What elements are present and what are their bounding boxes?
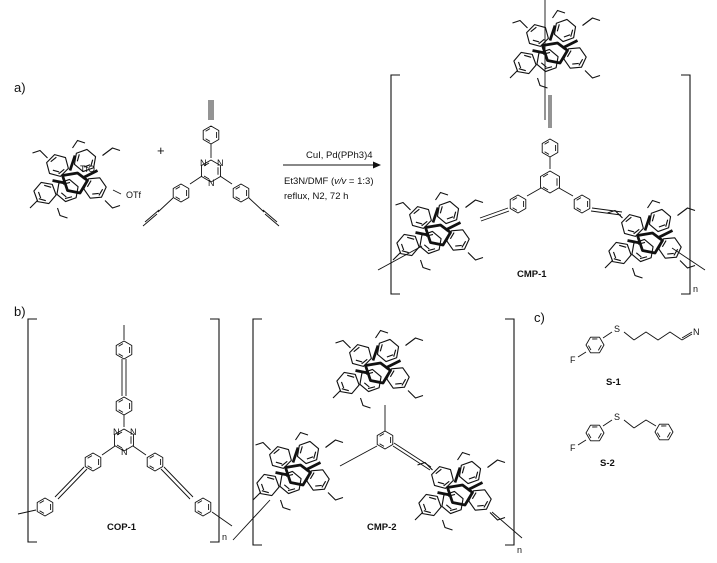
otf-bond — [112, 189, 122, 195]
plus-sign: + — [157, 143, 165, 158]
cop1-bracket-right — [210, 318, 220, 543]
cmp1-label: CMP-1 — [517, 269, 547, 280]
cmp2-structure — [232, 331, 523, 541]
s2-structure — [577, 419, 676, 446]
reagents-label: CuI, Pd(PPh3)4 — [306, 150, 373, 161]
cmp1-n: n — [693, 284, 698, 294]
cop1-n: n — [222, 532, 227, 542]
panel-label-b: b) — [14, 304, 26, 319]
cop1-label: COP-1 — [107, 522, 137, 533]
arrow-head — [373, 161, 381, 169]
cmp2-n: n — [517, 545, 522, 555]
s1-structure — [577, 331, 693, 358]
solvent-label: Et3N/DMF (v/v = 1:3) — [284, 176, 373, 187]
s1-n-atom: N — [693, 327, 700, 337]
cmp1-bracket-right — [681, 74, 691, 295]
tfo-label: TfO — [80, 164, 95, 174]
s2-f-atom: F — [570, 443, 576, 453]
conditions-label: reflux, N2, 72 h — [284, 191, 348, 202]
s2-s-atom: S — [614, 412, 620, 422]
cop1-bracket-left — [27, 318, 37, 543]
otf-label: OTf — [126, 190, 141, 200]
panel-label-c: c) — [534, 310, 545, 325]
s1-f-atom: F — [570, 355, 576, 365]
triazine-monomer: N N N — [142, 100, 280, 227]
s2-label: S-2 — [600, 458, 615, 469]
cmp1-bracket-left — [390, 74, 400, 295]
panel-label-a: a) — [14, 80, 26, 95]
cop1-n-1: N — [113, 427, 120, 437]
triazine-n-1: N — [200, 158, 207, 168]
cop1-n-3: N — [121, 447, 128, 457]
cmp2-bracket-right — [505, 318, 515, 546]
triazine-n-3: N — [208, 178, 215, 188]
s1-label: S-1 — [606, 377, 622, 388]
cmp1-structure — [377, 0, 706, 278]
cop1-n-2: N — [130, 427, 137, 437]
pillar-monomer — [30, 141, 120, 219]
cmp2-label: CMP-2 — [367, 522, 397, 533]
s1-s-atom: S — [614, 324, 620, 334]
triazine-n-2: N — [217, 158, 224, 168]
cop1-structure: N N N — [17, 325, 233, 527]
cmp2-bracket-left — [252, 318, 262, 546]
